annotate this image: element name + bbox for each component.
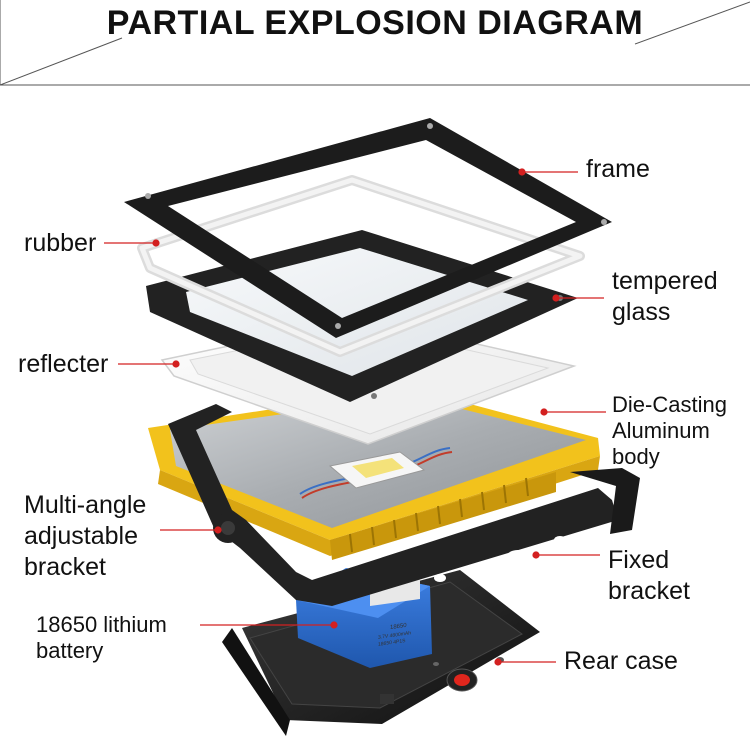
label-battery-line-2: battery	[36, 638, 104, 663]
battery-sticker-line-2: 3.7V 4800mAh	[378, 630, 411, 641]
label-tempered-glass-line-2: glass	[612, 298, 671, 326]
rubber-gasket-part	[137, 175, 585, 357]
die-casting-body-part	[148, 388, 600, 560]
label-multi-angle-line-2: adjustable	[24, 522, 138, 550]
label-tempered-glass: tempered glass	[612, 266, 718, 328]
label-rear-case: Rear case	[564, 647, 678, 675]
label-die-casting-line-1: Die-Casting	[612, 392, 727, 417]
label-battery: 18650 lithium battery	[36, 612, 167, 664]
label-tempered-glass-line-1: tempered	[612, 267, 718, 295]
label-fixed-bracket: Fixed bracket	[608, 545, 690, 607]
label-fixed-bracket-line-1: Fixed	[608, 546, 670, 574]
label-fixed-bracket-line-2: bracket	[608, 577, 690, 605]
label-rubber: rubber	[24, 229, 97, 257]
battery-sticker-line-3: 18650 4P1S	[378, 638, 406, 648]
title-banner	[0, 0, 750, 86]
label-die-casting-line-2: Aluminum	[612, 418, 710, 443]
page-title: PARTIAL EXPLOSION DIAGRAM	[106, 4, 644, 42]
battery-sticker-line-1: 18650	[390, 623, 407, 631]
fixed-bracket-part	[168, 404, 640, 606]
frame-part	[124, 118, 612, 338]
label-frame: frame	[586, 155, 650, 183]
label-multi-angle-line-3: bracket	[24, 553, 106, 581]
label-multi-angle-line-1: Multi-angle	[24, 491, 147, 519]
label-multi-angle-bracket: Multi-angle adjustable bracket	[24, 490, 146, 583]
label-die-casting-line-3: body	[612, 444, 660, 469]
label-die-casting-body: Die-Casting Aluminum body	[612, 392, 727, 470]
callout-lines	[104, 168, 606, 666]
label-reflecter: reflecter	[18, 350, 109, 378]
label-battery-line-1: 18650 lithium	[36, 612, 167, 637]
